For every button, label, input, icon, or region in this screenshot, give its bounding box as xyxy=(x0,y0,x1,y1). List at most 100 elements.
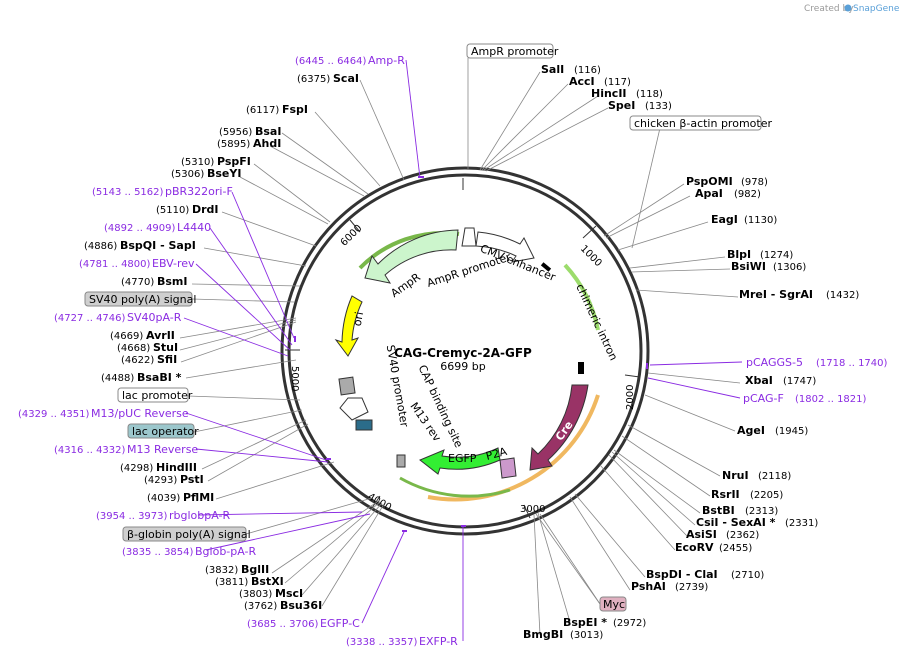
site-pspomi[interactable]: PspOMI xyxy=(686,175,733,188)
myc-box[interactable] xyxy=(599,596,627,612)
site-psti[interactable]: PstI xyxy=(180,473,204,486)
site-eagi[interactable]: EagI xyxy=(711,213,738,226)
primer-pcag-f-pos: (1802 .. 1821) xyxy=(795,394,867,405)
site-csii-sexai[interactable]: CsiI - SexAI * xyxy=(696,516,776,529)
lac-operator-box[interactable] xyxy=(127,423,195,439)
egfp-feature xyxy=(419,447,501,475)
primer-exfp-r[interactable]: EXFP-R xyxy=(419,635,458,648)
site-asisi[interactable]: AsiSI xyxy=(686,528,717,541)
site-bstxi[interactable]: BstXI xyxy=(251,575,284,588)
site-ahdi[interactable]: AhdI xyxy=(253,137,281,150)
site-scai-pos: (6375) xyxy=(297,74,330,85)
site-pspfi[interactable]: PspFI xyxy=(217,155,251,168)
primer-m13puc-reverse[interactable]: M13/pUC Reverse xyxy=(91,407,189,420)
site-avrii[interactable]: AvrII xyxy=(146,329,175,342)
primer-m13-reverse[interactable]: M13 Reverse xyxy=(127,443,198,456)
credit-text: Created by xyxy=(804,4,854,14)
site-pflmi[interactable]: PflMI xyxy=(183,491,214,504)
site-hincii[interactable]: HincII xyxy=(591,87,627,100)
site-scai[interactable]: ScaI xyxy=(333,72,359,85)
primer-ebv-rev[interactable]: EBV-rev xyxy=(152,257,195,270)
primer-pcag-f[interactable]: pCAG-F xyxy=(743,392,784,405)
site-drdi-pos: (5110) xyxy=(156,205,189,216)
site-hincii-pos: (118) xyxy=(636,89,663,100)
site-apai[interactable]: ApaI xyxy=(695,187,723,200)
site-nrui[interactable]: NruI xyxy=(722,469,749,482)
site-rsrii[interactable]: RsrII xyxy=(711,488,740,501)
site-bspdi-clai[interactable]: BspDI - ClaI xyxy=(646,568,718,581)
site-rsrii-pos: (2205) xyxy=(750,490,783,501)
site-bstbi-pos: (2313) xyxy=(745,506,778,517)
site-bspdi-clai-pos: (2710) xyxy=(731,570,764,581)
site-ecorv-pos: (2455) xyxy=(719,543,752,554)
primer-sv40pa-r[interactable]: SV40pA-R xyxy=(127,311,182,324)
chicken-actin-promoter-box[interactable] xyxy=(629,115,762,131)
site-bsmi-pos: (4770) xyxy=(121,277,154,288)
site-bsabi[interactable]: BsaBI * xyxy=(137,371,182,384)
site-bspei-pos: (2972) xyxy=(613,618,646,629)
chicken-actin-promoter-box-label: chicken β-actin promoter xyxy=(634,117,772,130)
site-drdi[interactable]: DrdI xyxy=(192,203,219,216)
site-bstbi[interactable]: BstBI xyxy=(702,504,735,517)
primer-l4440[interactable]: L4440 xyxy=(177,221,211,234)
site-spei[interactable]: SpeI xyxy=(608,99,635,112)
primer-m13puc-reverse-pos: (4329 .. 4351) xyxy=(18,409,90,420)
site-msci[interactable]: MscI xyxy=(275,587,303,600)
ampr-label: AmpR xyxy=(388,270,423,300)
xbai-marker xyxy=(578,362,584,374)
site-pshai[interactable]: PshAI xyxy=(631,580,666,593)
primer-pbr322ori-f[interactable]: pBR322ori-F xyxy=(165,185,233,198)
sv40-polya-box-label: SV40 poly(A) signal xyxy=(89,293,196,306)
primer-bglob-pa-r[interactable]: Bglob-pA-R xyxy=(195,545,257,558)
site-hindiii[interactable]: HindIII xyxy=(156,461,197,474)
primer-sv40pa-r-pos: (4727 .. 4746) xyxy=(54,313,126,324)
cre-band xyxy=(427,394,600,502)
tick-5000: 5000 xyxy=(289,366,300,391)
site-hindiii-pos: (4298) xyxy=(120,463,153,474)
site-blpi[interactable]: BlpI xyxy=(727,248,751,261)
backbone-outer xyxy=(280,166,650,536)
site-bsiwi[interactable]: BsiWI xyxy=(731,260,766,273)
site-bsmi[interactable]: BsmI xyxy=(157,275,188,288)
tick-6000: 6000 xyxy=(339,223,365,249)
primer-pcaggs-5[interactable]: pCAGGS-5 xyxy=(746,356,803,369)
primer-rbglobpa-r[interactable]: rbglobpA-R xyxy=(169,509,230,522)
primer-ampr[interactable]: Amp-R xyxy=(368,54,405,67)
site-pspomi-pos: (978) xyxy=(741,177,768,188)
site-xbai[interactable]: XbaI xyxy=(745,374,773,387)
site-acci[interactable]: AccI xyxy=(569,75,595,88)
site-bglii-pos: (3832) xyxy=(205,565,238,576)
primer-ampr-pos: (6445 .. 6464) xyxy=(295,56,367,67)
site-apai-pos: (982) xyxy=(734,189,761,200)
site-fspi[interactable]: FspI xyxy=(282,103,308,116)
site-sfii-pos: (4622) xyxy=(121,355,154,366)
site-bsu36i[interactable]: Bsu36I xyxy=(280,599,322,612)
site-bspei[interactable]: BspEI * xyxy=(563,616,607,629)
beta-globin-polya-box[interactable] xyxy=(122,526,247,542)
lac-promoter-box-label: lac promoter xyxy=(122,389,193,402)
egfp-label: EGFP xyxy=(448,452,477,465)
site-bmgbi[interactable]: BmgBI xyxy=(523,628,563,641)
site-agei[interactable]: AgeI xyxy=(737,424,765,437)
site-bseyi[interactable]: BseYI xyxy=(207,167,241,180)
site-bspqi-sapi[interactable]: BspQI - SapI xyxy=(120,239,196,252)
lac-promoter-box[interactable] xyxy=(117,387,189,403)
site-mrei-sgrai[interactable]: MreI - SgrAI xyxy=(739,288,813,301)
primer-egfp-c[interactable]: EGFP-C xyxy=(320,617,360,630)
site-sali[interactable]: SalI xyxy=(541,63,564,76)
site-ecorv[interactable]: EcoRV xyxy=(675,541,714,554)
ampr-promoter-feature xyxy=(461,227,477,247)
site-acci-pos: (117) xyxy=(604,77,631,88)
site-sfii[interactable]: SfiI xyxy=(157,353,177,366)
site-stui[interactable]: StuI xyxy=(153,341,178,354)
sv40-polya-box[interactable] xyxy=(84,291,193,307)
primer-callout-lines xyxy=(183,59,743,641)
ampr-promoter-box[interactable] xyxy=(466,43,554,59)
site-bglii[interactable]: BglII xyxy=(241,563,269,576)
site-stui-pos: (4668) xyxy=(117,343,150,354)
egfp-band xyxy=(399,476,511,498)
site-csii-sexai-pos: (2331) xyxy=(785,518,818,529)
site-blpi-pos: (1274) xyxy=(760,250,793,261)
site-spei-pos: (133) xyxy=(645,101,672,112)
site-bsai[interactable]: BsaI xyxy=(255,125,281,138)
